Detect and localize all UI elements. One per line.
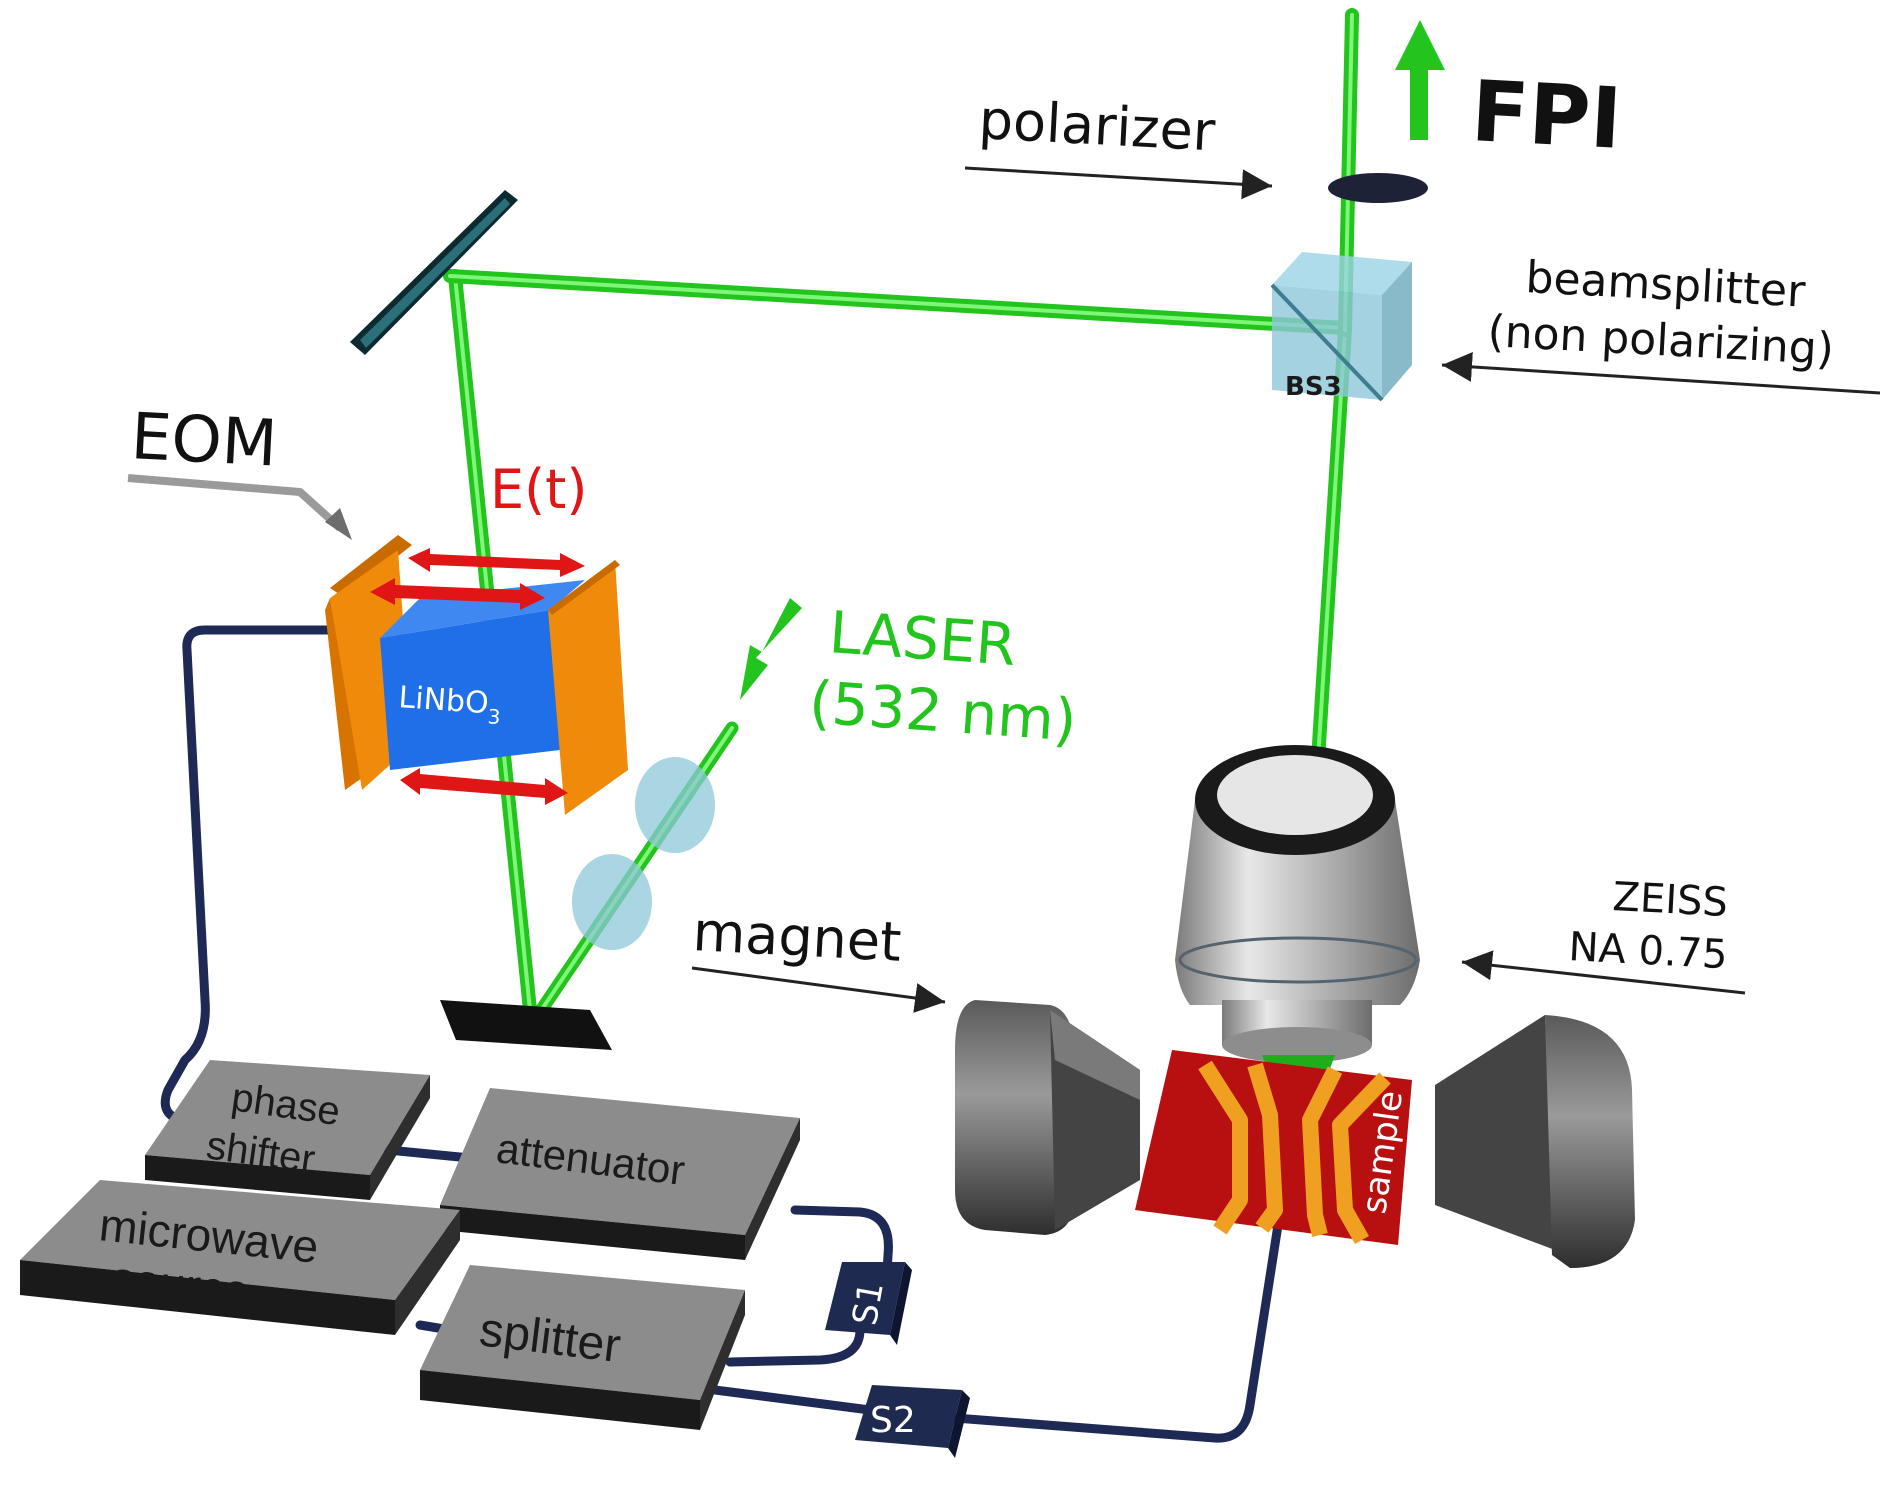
magnet-right bbox=[1435, 1015, 1635, 1268]
magnet-label: magnet bbox=[691, 900, 903, 974]
beamsplitter-label-1: beamsplitter bbox=[1524, 252, 1807, 318]
callout-arrows bbox=[691, 166, 1881, 1013]
polarizer-label: polarizer bbox=[977, 88, 1217, 163]
eom-assembly: LiNbO3 bbox=[325, 535, 628, 815]
cable-s2-to-sample bbox=[950, 1220, 1283, 1443]
objective-label-2: NA 0.75 bbox=[1567, 924, 1728, 978]
phase-shifter-box: phase shifter bbox=[145, 1060, 430, 1200]
eom-callout-arrow bbox=[127, 474, 343, 531]
microwave-source-box: microwave source bbox=[20, 1180, 460, 1335]
cable-phase-to-attenuator bbox=[383, 1145, 475, 1163]
crystal-label: LiNbO3 bbox=[397, 680, 503, 729]
switch-s2: S2 bbox=[855, 1385, 970, 1458]
sample-chip: sample bbox=[1135, 1050, 1412, 1245]
laser-label-1: LASER bbox=[827, 598, 1018, 679]
splitter-box: splitter bbox=[420, 1265, 745, 1430]
field-arrows bbox=[370, 548, 585, 805]
s2-label: S2 bbox=[870, 1400, 916, 1441]
laser-beam-path bbox=[443, 8, 1359, 1019]
cable-eom-to-phase-shifter bbox=[160, 625, 345, 1123]
s1-label: S1 bbox=[845, 1279, 892, 1329]
field-label: E(t) bbox=[490, 458, 587, 521]
eom-electrode-right bbox=[548, 560, 628, 815]
attenuator-box: attenuator bbox=[440, 1088, 800, 1260]
eom-electrode-left bbox=[330, 535, 412, 598]
bs3-label: BS3 bbox=[1285, 372, 1342, 402]
laser-label-2: (532 nm) bbox=[807, 668, 1079, 755]
eom-label: EOM bbox=[129, 400, 279, 482]
cable-splitter-to-s2 bbox=[710, 1385, 875, 1415]
cable-s1-to-splitter bbox=[725, 1325, 865, 1367]
coax-cables bbox=[160, 625, 1283, 1443]
magnet-left bbox=[955, 1000, 1140, 1235]
fpi-label: FPI bbox=[1469, 62, 1624, 168]
bottom-mirror bbox=[440, 1000, 612, 1050]
fpi-output-arrow bbox=[1395, 20, 1445, 140]
cable-attenuator-to-s1 bbox=[790, 1205, 893, 1295]
lens-upper bbox=[635, 757, 715, 853]
objective-label-1: ZEISS bbox=[1611, 874, 1729, 926]
switch-s1: S1 bbox=[825, 1262, 912, 1345]
beamsplitter-cube: BS3 bbox=[1270, 252, 1412, 402]
zeiss-objective bbox=[1175, 745, 1420, 1150]
lithium-niobate-crystal bbox=[380, 610, 560, 770]
polarizer bbox=[1328, 173, 1428, 203]
laser-input-arrow bbox=[740, 598, 802, 700]
lens-lower bbox=[572, 854, 652, 950]
